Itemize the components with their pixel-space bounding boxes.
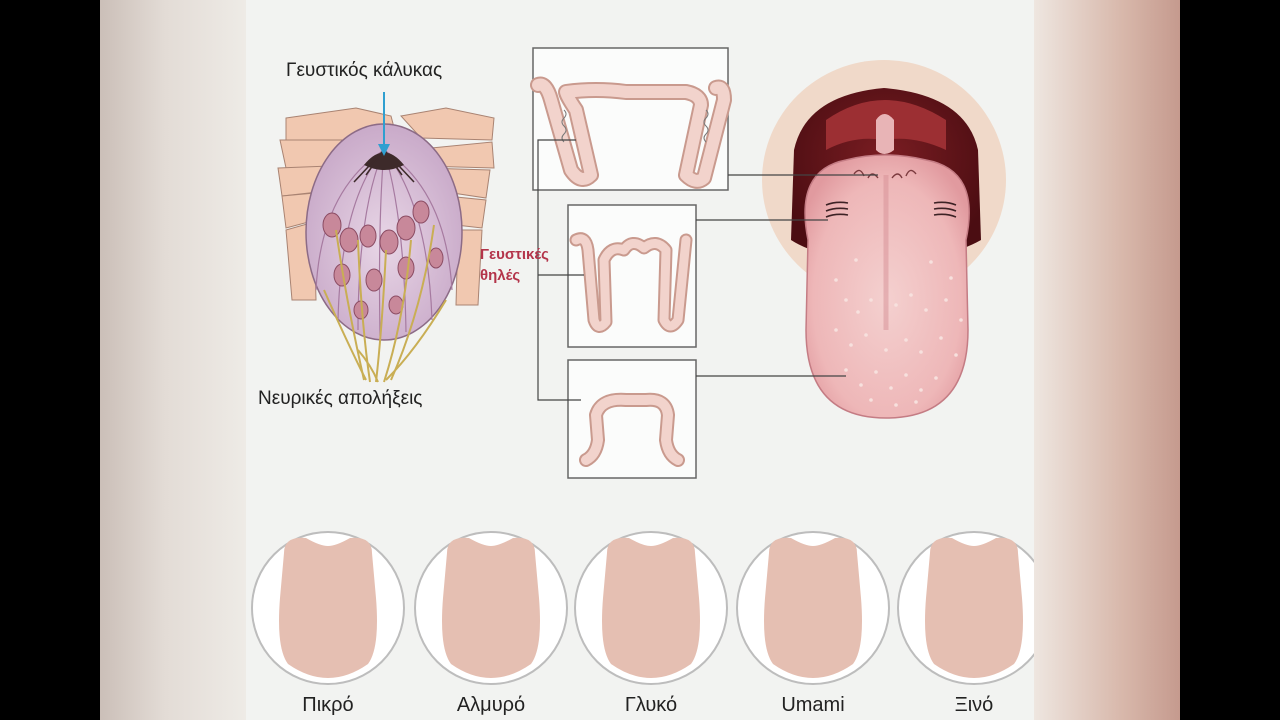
taste-label: Αλμυρό [456, 694, 526, 716]
taste-bud-illustration [277, 92, 495, 383]
taste-label: Umami [781, 694, 845, 716]
tongue-illustration [762, 60, 1006, 419]
left-blurred-border [100, 0, 246, 720]
papilla-box-foliate [567, 204, 697, 348]
taste-label: Ξινό [954, 694, 994, 716]
papilla-box-circumvallate [530, 47, 732, 191]
left-black-bar [0, 0, 100, 720]
taste-regions-row [251, 531, 1034, 685]
diagram-slide: Γευστικός κάλυκας Γευστικές θηλές Νευρικ… [246, 0, 1034, 720]
papillae-label: Γευστικές θηλές [480, 246, 549, 284]
papilla-box-fungiform [567, 359, 697, 479]
taste-region-1 [414, 531, 568, 685]
taste-label: Πικρό [302, 694, 354, 716]
right-blurred-border [1034, 0, 1180, 720]
taste-label: Γλυκό [624, 694, 678, 716]
nerve-endings-label: Νευρικές απολήξεις [258, 388, 423, 409]
tongue-anatomy-illustration [277, 47, 1006, 479]
right-black-bar [1180, 0, 1280, 720]
taste-region-3 [736, 531, 890, 685]
taste-region-4 [897, 531, 1034, 685]
taste-region-2 [574, 531, 728, 685]
taste-region-0 [251, 531, 405, 685]
taste-bud-label: Γευστικός κάλυκας [286, 60, 443, 81]
